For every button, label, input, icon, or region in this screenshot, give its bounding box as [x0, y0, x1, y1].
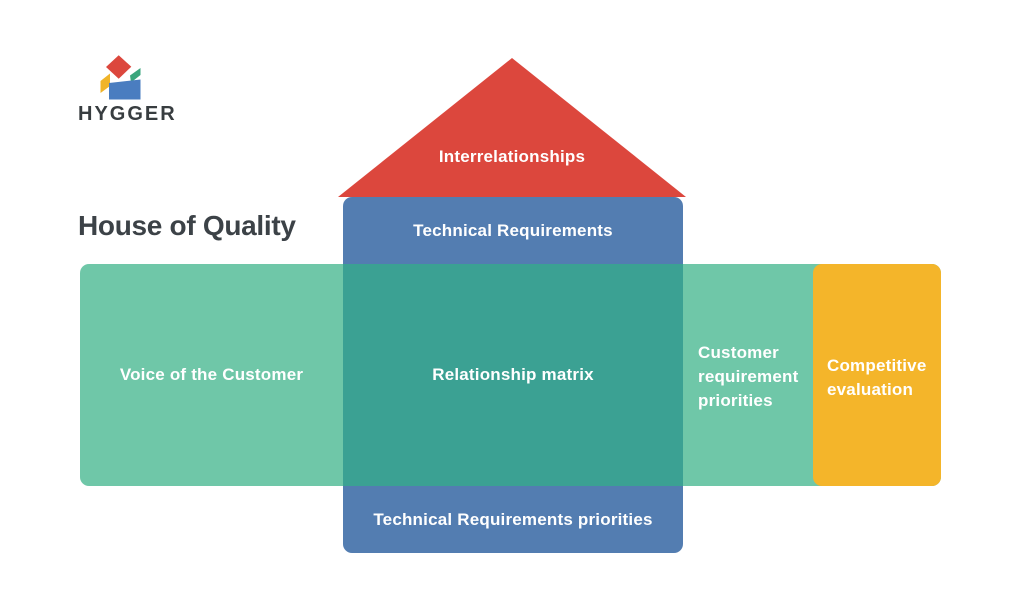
voice-of-customer-label: Voice of the Customer	[119, 365, 304, 384]
hygger-logo-icon	[100, 55, 141, 100]
customer-requirement-priorities-label: Customer requirement priorities	[698, 343, 799, 410]
relationship-matrix-label: Relationship matrix	[432, 365, 594, 384]
competitive-evaluation-label: Competitive evaluation	[827, 356, 927, 399]
technical-requirements-label: Technical Requirements	[413, 220, 613, 240]
hygger-logo-wordmark: HYGGER	[78, 103, 177, 125]
relationship-matrix-region	[343, 264, 683, 486]
technical-requirements-priorities-label: Technical Requirements priorities	[373, 509, 653, 529]
page-title: House of Quality	[78, 210, 296, 241]
interrelationships-label: Interrelationships	[438, 147, 586, 166]
competitive-evaluation-block	[813, 264, 941, 486]
roof-triangle	[338, 58, 686, 197]
